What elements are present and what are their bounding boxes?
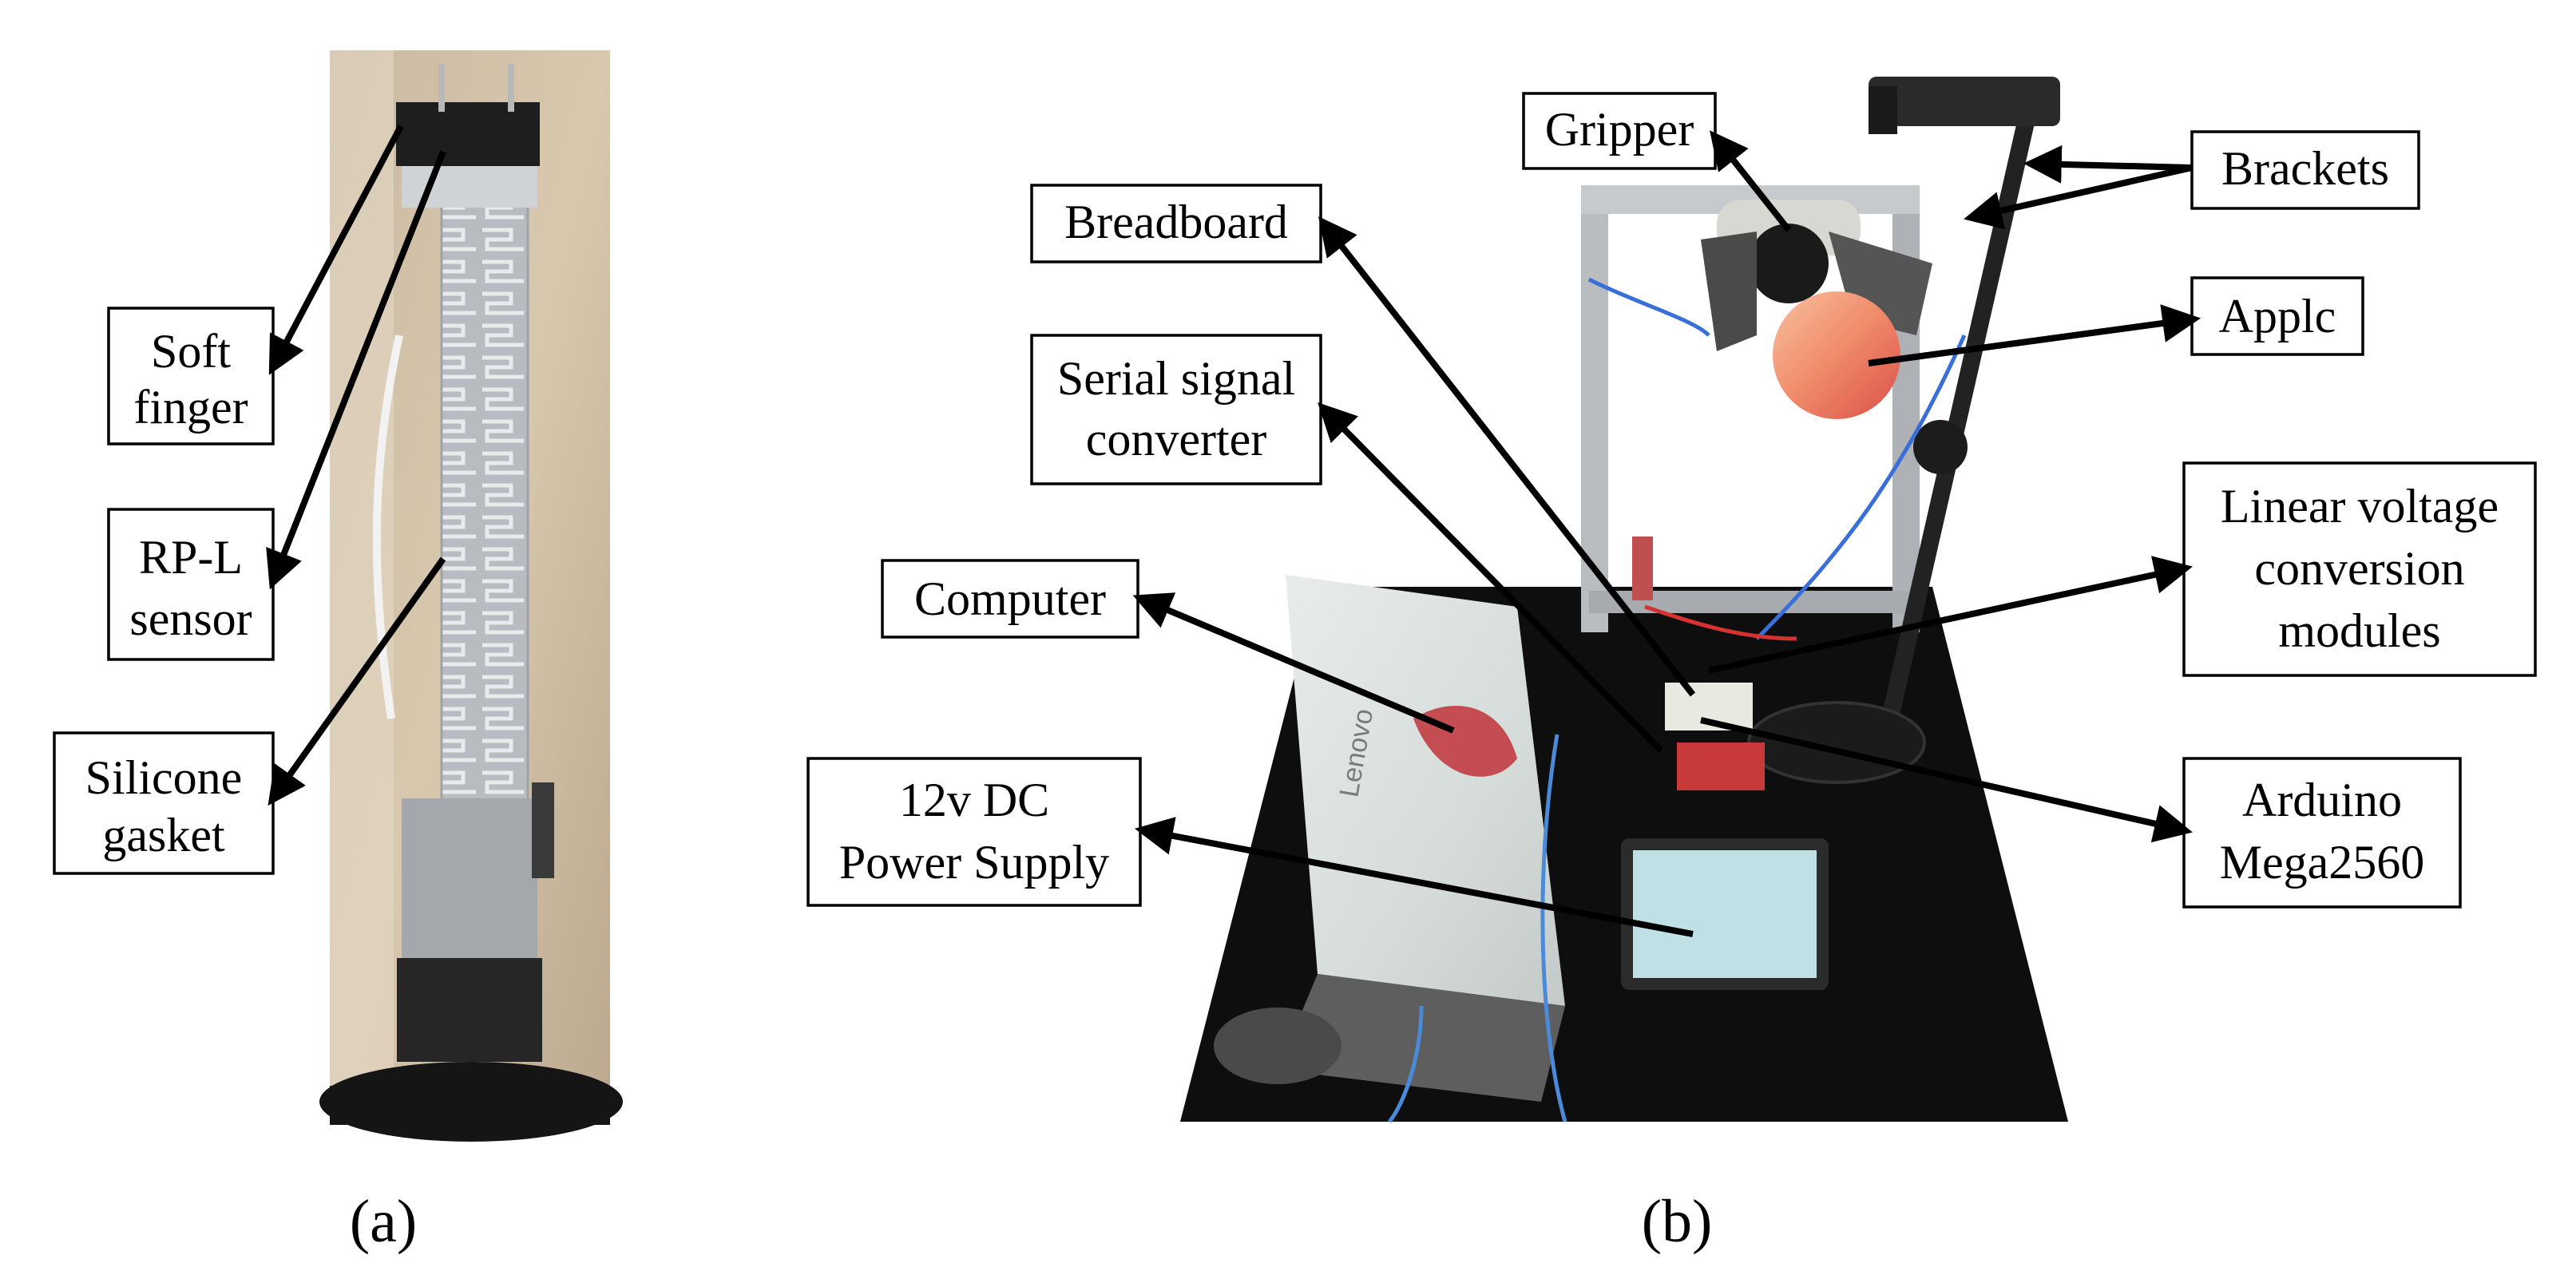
gripper-hub [1749,224,1829,303]
label-rpl-sensor-line2: sensor [129,592,252,645]
sensor-device-small [1632,536,1653,600]
label-apple: Applc [2190,276,2364,356]
label-rpl-sensor-line1: RP-L [139,531,243,584]
photo-a-cable [372,334,403,719]
arrow-brackets-2 [1964,164,2193,230]
label-serial-converter-line2: converter [1086,413,1267,465]
sensor-strip [440,190,529,816]
sensor-cap [396,102,540,166]
wire-blue [1587,277,1710,337]
label-arduino-line1: Arduino [2242,774,2402,826]
label-power-supply-line1: 12v DC [899,774,1049,826]
label-linear-voltage: Linear voltage conversion modules [2182,461,2537,677]
panel-a-caption: (a) [350,1188,417,1255]
bracket-phone-clip [1869,86,1897,134]
power-supply-screen [1633,850,1817,978]
cable-blue [1388,1005,1424,1123]
arrow-apple [1868,304,2201,366]
label-arduino-line2: Mega2560 [2220,836,2425,889]
label-rpl-sensor: RP-L sensor [107,508,275,661]
label-silicone-gasket-line1: Silicone [85,751,243,804]
label-computer: Computer [881,559,1139,639]
label-gripper: Gripper [1522,92,1717,170]
label-arduino: Arduino Mega2560 [2182,757,2462,909]
arrow-rpl-sensor [266,150,446,590]
bracket-knob [1913,420,1968,474]
panel-b-caption: (b) [1642,1188,1713,1255]
label-silicone-gasket-line2: gasket [102,809,225,861]
bracket-base [1747,701,1926,784]
label-breadboard: Breadboard [1030,184,1322,263]
label-serial-converter: Serial signal converter [1030,334,1322,485]
side-bolt [532,782,554,878]
arrow-linear-voltage [1708,556,2193,674]
arrow-serial-converter [1318,402,1663,753]
arrow-brackets-1 [2023,145,2193,184]
label-power-supply: 12v DC Power Supply [806,757,1142,907]
frame-right-post [1892,185,1920,632]
label-soft-finger-line2: finger [133,381,248,434]
label-breadboard-text: Breadboard [1064,196,1288,248]
silicone-gasket-strip [402,798,537,958]
photo-a-light-strip [330,50,394,1125]
label-apple-text: Applc [2219,290,2336,342]
label-linear-voltage-line3: modules [2278,604,2440,657]
label-brackets-text: Brackets [2221,142,2389,195]
label-gripper-text: Gripper [1545,103,1694,156]
gripper-finger-left [1701,232,1757,351]
wire-red [1644,604,1797,641]
label-silicone-gasket: Silicone gasket [53,731,275,875]
mouse [1214,1008,1342,1084]
label-soft-finger-line1: Soft [151,325,231,378]
arrow-arduino [1700,717,2193,843]
arrow-gripper [1710,130,1792,232]
arrow-computer [1132,592,1455,734]
label-linear-voltage-line2: conversion [2254,542,2464,595]
photo-a [319,50,623,1142]
label-computer-text: Computer [914,572,1106,625]
arrow-soft-finger [268,125,404,375]
arrow-power-supply [1134,817,1694,937]
label-linear-voltage-line1: Linear voltage [2221,480,2499,533]
apple [1773,291,1900,419]
label-brackets: Brackets [2190,130,2420,210]
arrow-silicone-gasket [268,556,446,806]
cable-blue-2 [1540,734,1567,1122]
laptop-keyboard [1278,974,1565,1102]
arrow-breadboard [1318,216,1696,697]
label-power-supply-line2: Power Supply [839,836,1109,889]
mount-block [397,958,542,1062]
wire-blue-down [1755,334,1967,640]
label-serial-converter-line1: Serial signal [1057,352,1295,405]
arduino-photo [1677,742,1765,790]
bracket-top-clamp [1869,77,2060,126]
mount-base-fill [330,1086,610,1125]
label-soft-finger: Soft finger [107,307,275,445]
